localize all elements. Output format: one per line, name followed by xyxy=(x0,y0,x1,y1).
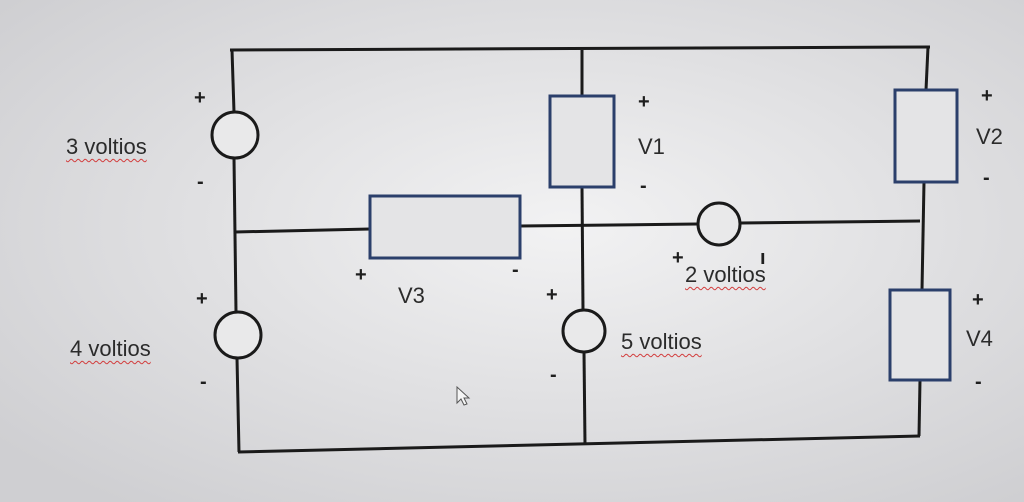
resistor-v3-label: V3 xyxy=(398,283,425,308)
source-2v xyxy=(696,201,742,247)
wire-right-top xyxy=(924,46,930,91)
wire-right-bottom xyxy=(917,379,922,437)
source-3v-label: 3 voltios xyxy=(66,134,147,159)
resistor-v1-minus: - xyxy=(640,175,647,197)
source-5v-minus: - xyxy=(550,364,557,386)
source-3v-minus: - xyxy=(197,171,204,193)
wire-center-bottom xyxy=(582,351,587,445)
resistor-v3 xyxy=(368,194,522,260)
source-4v xyxy=(213,310,263,360)
cursor-icon xyxy=(456,385,471,406)
resistor-v2-label: V2 xyxy=(976,124,1003,149)
resistor-v2-minus: - xyxy=(983,167,990,189)
source-4v-plus: + xyxy=(196,288,208,310)
source-5v-plus: + xyxy=(546,284,558,306)
wire-right-mid xyxy=(920,181,926,291)
resistor-v4-plus: + xyxy=(972,289,984,311)
resistor-v2-plus: + xyxy=(981,85,993,107)
source-2v-label: 2 voltios xyxy=(685,262,766,287)
source-2v-plus: + xyxy=(672,247,684,269)
resistor-v3-plus: + xyxy=(355,264,367,286)
resistor-v1 xyxy=(548,94,616,189)
resistor-v2 xyxy=(893,88,959,184)
source-4v-label: 4 voltios xyxy=(70,336,151,361)
source-3v xyxy=(210,110,260,160)
resistor-v1-label: V1 xyxy=(638,134,665,159)
wire-left-bottom xyxy=(235,357,241,453)
source-5v-label: 5 voltios xyxy=(621,329,702,354)
wire-mid-center xyxy=(519,222,698,228)
wires xyxy=(229,45,931,454)
wire-mid-right xyxy=(740,219,921,225)
wire-bottom xyxy=(237,434,921,454)
source-3v-plus: + xyxy=(194,87,206,109)
resistor-v3-minus: - xyxy=(512,259,519,281)
resistor-v4-label: V4 xyxy=(966,326,993,351)
resistor-v4 xyxy=(888,288,952,382)
wire-left-top xyxy=(230,49,236,113)
wire-top xyxy=(229,45,931,52)
wire-center-mid xyxy=(580,186,585,311)
source-2v-minus: ı xyxy=(760,247,766,269)
resistor-v4-minus: - xyxy=(975,371,982,393)
wire-left-mid xyxy=(232,157,238,313)
wire-mid-left xyxy=(234,227,371,234)
resistor-v1-plus: + xyxy=(638,91,650,113)
source-4v-minus: - xyxy=(200,371,207,393)
source-5v xyxy=(561,308,607,354)
